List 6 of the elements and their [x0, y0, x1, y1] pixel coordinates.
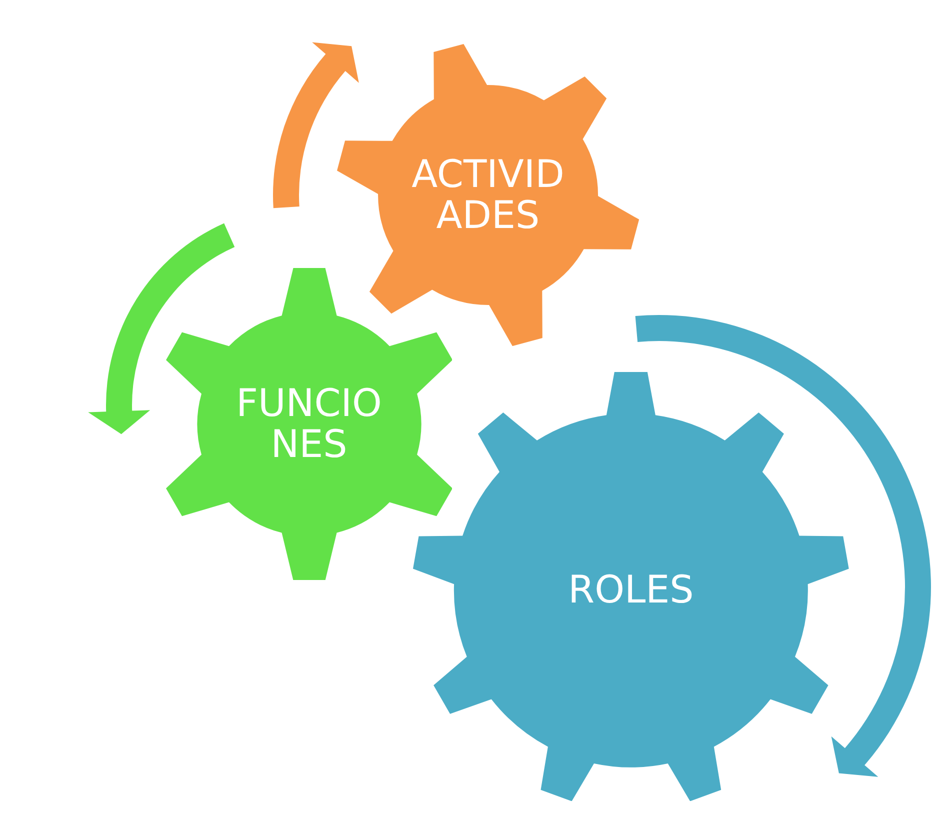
gear-shape	[166, 268, 452, 580]
gear-label: ACTIVID ADES	[412, 154, 564, 236]
gear-shape	[336, 44, 640, 346]
gear-shape	[413, 372, 849, 801]
gear-label: FUNCIO NES	[236, 382, 382, 465]
gear-label: ROLES	[568, 569, 694, 610]
